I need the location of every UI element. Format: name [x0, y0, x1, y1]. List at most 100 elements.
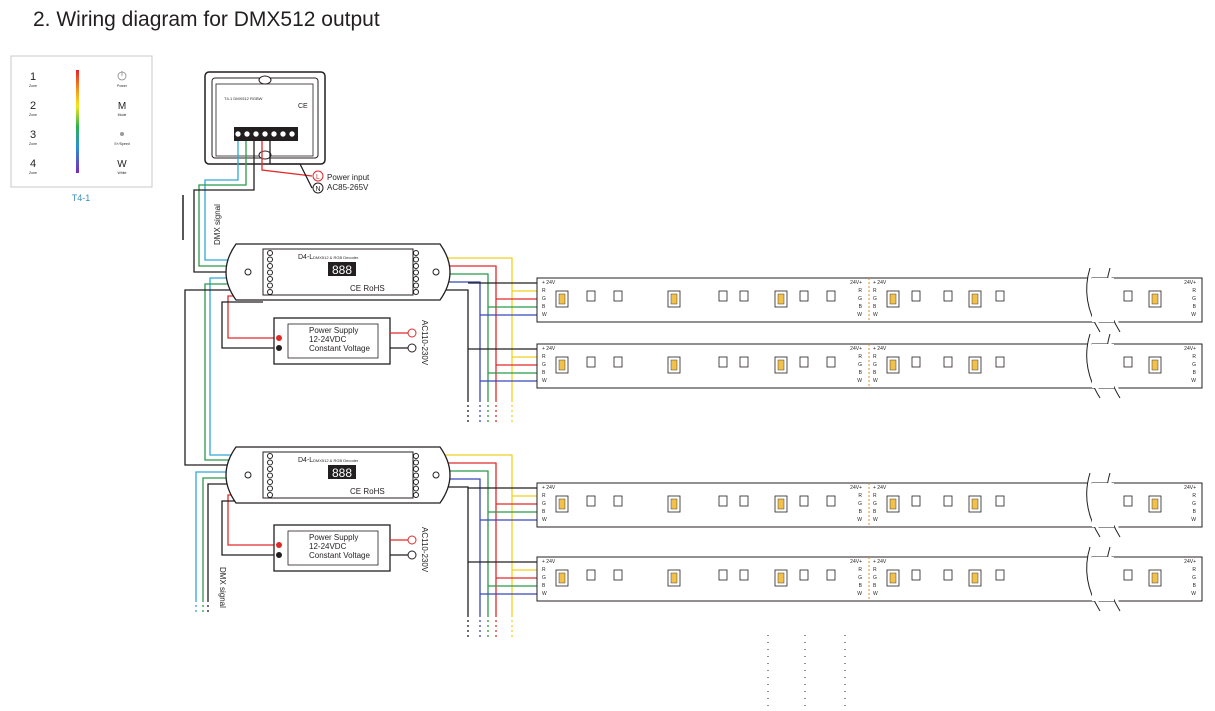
cert-label: CE RoHS [350, 284, 385, 293]
strip-pad-label: + 24V [542, 485, 556, 491]
terminal-screw [288, 130, 296, 138]
strip-pad-label: B [859, 509, 863, 515]
led-chip-inner [889, 498, 897, 510]
input-terminal [267, 282, 273, 289]
key-sub: S+/Speed [114, 142, 130, 146]
wire [193, 141, 263, 273]
terminal-screw [243, 130, 251, 138]
strip-pad-label: 24V+ [850, 280, 862, 286]
terminal-screw [279, 130, 287, 138]
resistor [718, 495, 728, 507]
led-chip-inner [558, 572, 566, 584]
psu-plus [276, 542, 282, 548]
psu-minus [276, 345, 282, 351]
wire [261, 141, 313, 177]
zone-number: 3 [30, 129, 36, 141]
resistor [799, 495, 809, 507]
strip-pad-label: G [1192, 501, 1196, 507]
key-sub: Mode [118, 113, 127, 117]
input-terminal [267, 466, 273, 472]
led-chip-inner [971, 359, 979, 371]
resistor [826, 356, 836, 368]
strip-pad-label: R [542, 493, 546, 499]
input-terminal [267, 276, 273, 282]
led-chip-inner [1151, 293, 1159, 305]
led-chip-inner [1151, 572, 1159, 584]
strip-pad-label: + 24V [542, 280, 556, 286]
resistor [1123, 495, 1133, 507]
mount-hole [244, 268, 252, 276]
psu-panel [287, 530, 379, 566]
strip-pad-label: W [1191, 378, 1196, 384]
led-chip-inner [670, 572, 678, 584]
strip-pad-label: R [858, 354, 862, 360]
wire [269, 141, 313, 189]
resistor [613, 356, 623, 368]
output-terminal [413, 479, 419, 485]
mount-hole [432, 471, 440, 479]
resistor [911, 290, 921, 302]
break-gap [1092, 278, 1114, 322]
zone-sub: Zone [29, 142, 37, 146]
live-terminal: L [316, 174, 320, 181]
strip-pad-label: W [857, 378, 862, 384]
strip-pad-label: B [873, 509, 877, 515]
strip-pad-label: G [858, 501, 862, 507]
resistor [799, 290, 809, 302]
resistor [943, 356, 953, 368]
strip-pad-label: G [1192, 575, 1196, 581]
zone-number: 4 [30, 158, 36, 170]
strip-pad-label: B [1193, 509, 1197, 515]
resistor [718, 356, 728, 368]
psu-line3: Constant Voltage [309, 344, 370, 353]
output-terminal [413, 453, 419, 459]
strip-pad-label: W [1191, 591, 1196, 597]
resistor [1123, 356, 1133, 368]
resistor [826, 290, 836, 302]
speed-icon: S+/Speed [114, 132, 130, 146]
strip-pad-label: R [542, 567, 546, 573]
led-chip-inner [777, 572, 785, 584]
strip-pad-label: R [1192, 288, 1196, 294]
page-title: 2. Wiring diagram for DMX512 output [33, 8, 380, 31]
strip-pad-label: B [542, 370, 546, 376]
led-chip-inner [889, 572, 897, 584]
strip-pad-label: + 24V [873, 485, 887, 491]
resistor [586, 569, 596, 581]
output-terminal [413, 485, 419, 492]
strip-pad-label: 24V+ [1184, 346, 1196, 352]
strip-pad-label: G [542, 501, 546, 507]
strip-pad-label: + 24V [873, 559, 887, 565]
resistor [943, 569, 953, 581]
neutral-terminal: N [315, 186, 320, 193]
output-terminal [413, 276, 419, 282]
led-chip-inner [971, 498, 979, 510]
wire [204, 141, 263, 261]
led-chip-inner [670, 359, 678, 371]
psu-minus [276, 552, 282, 558]
psu-input-label: AC110-230V [420, 527, 429, 573]
ac-neutral [407, 343, 417, 353]
key-sub: White [118, 171, 127, 175]
controller-back: T4-1 DMX512 RGBW CE [204, 71, 326, 165]
ac-live [407, 535, 417, 545]
psu-line2: 12-24VDC [309, 542, 347, 551]
resistor [911, 495, 921, 507]
display-digits: 888 [332, 263, 352, 277]
strip-pad-label: R [858, 567, 862, 573]
led-chip-inner [558, 293, 566, 305]
strip-pad-label: B [1193, 304, 1197, 310]
strip-pad-label: R [1192, 354, 1196, 360]
strip-pad-label: 24V+ [850, 559, 862, 565]
strip-pad-label: G [1192, 362, 1196, 368]
strip-pad-label: W [857, 312, 862, 318]
wire [198, 141, 263, 267]
output-terminal [413, 256, 419, 263]
output-terminal [413, 289, 419, 295]
input-terminal [267, 459, 273, 466]
strip-pad-label: W [873, 312, 878, 318]
